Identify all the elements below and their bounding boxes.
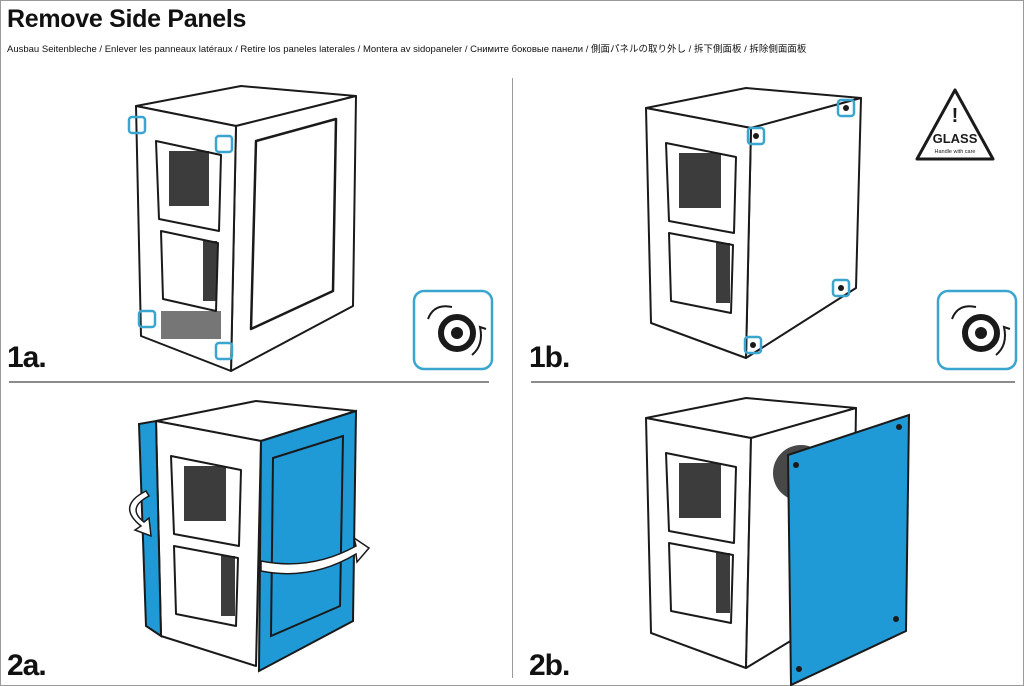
case-illustration-1b — [645, 87, 862, 359]
warning-note: Handle with care — [935, 149, 976, 155]
glass-warning-icon: ! GLASS Handle with care — [915, 88, 995, 161]
vertical-divider — [512, 78, 513, 678]
step-label-2b: 2b. — [529, 649, 570, 682]
screw-turn-icon — [412, 289, 494, 371]
rotate-arrow-icon — [129, 490, 152, 538]
divider-1b — [531, 381, 1015, 383]
divider-1a — [9, 381, 489, 383]
case-illustration-2a — [129, 400, 371, 673]
step-label-1b: 1b. — [529, 341, 570, 374]
case-illustration-2b — [645, 397, 911, 686]
step-label-2a: 2a. — [7, 649, 47, 682]
page-title: Remove Side Panels — [7, 5, 247, 33]
step-label-1a: 1a. — [7, 341, 47, 374]
rotate-arrow-icon — [260, 536, 371, 575]
warning-label: GLASS — [933, 131, 978, 146]
case-illustration-1a — [127, 85, 357, 372]
warning-symbol: ! — [952, 105, 959, 127]
screw-turn-icon — [936, 289, 1018, 371]
page-subtitle: Ausbau Seitenbleche / Enlever les pannea… — [7, 44, 807, 55]
